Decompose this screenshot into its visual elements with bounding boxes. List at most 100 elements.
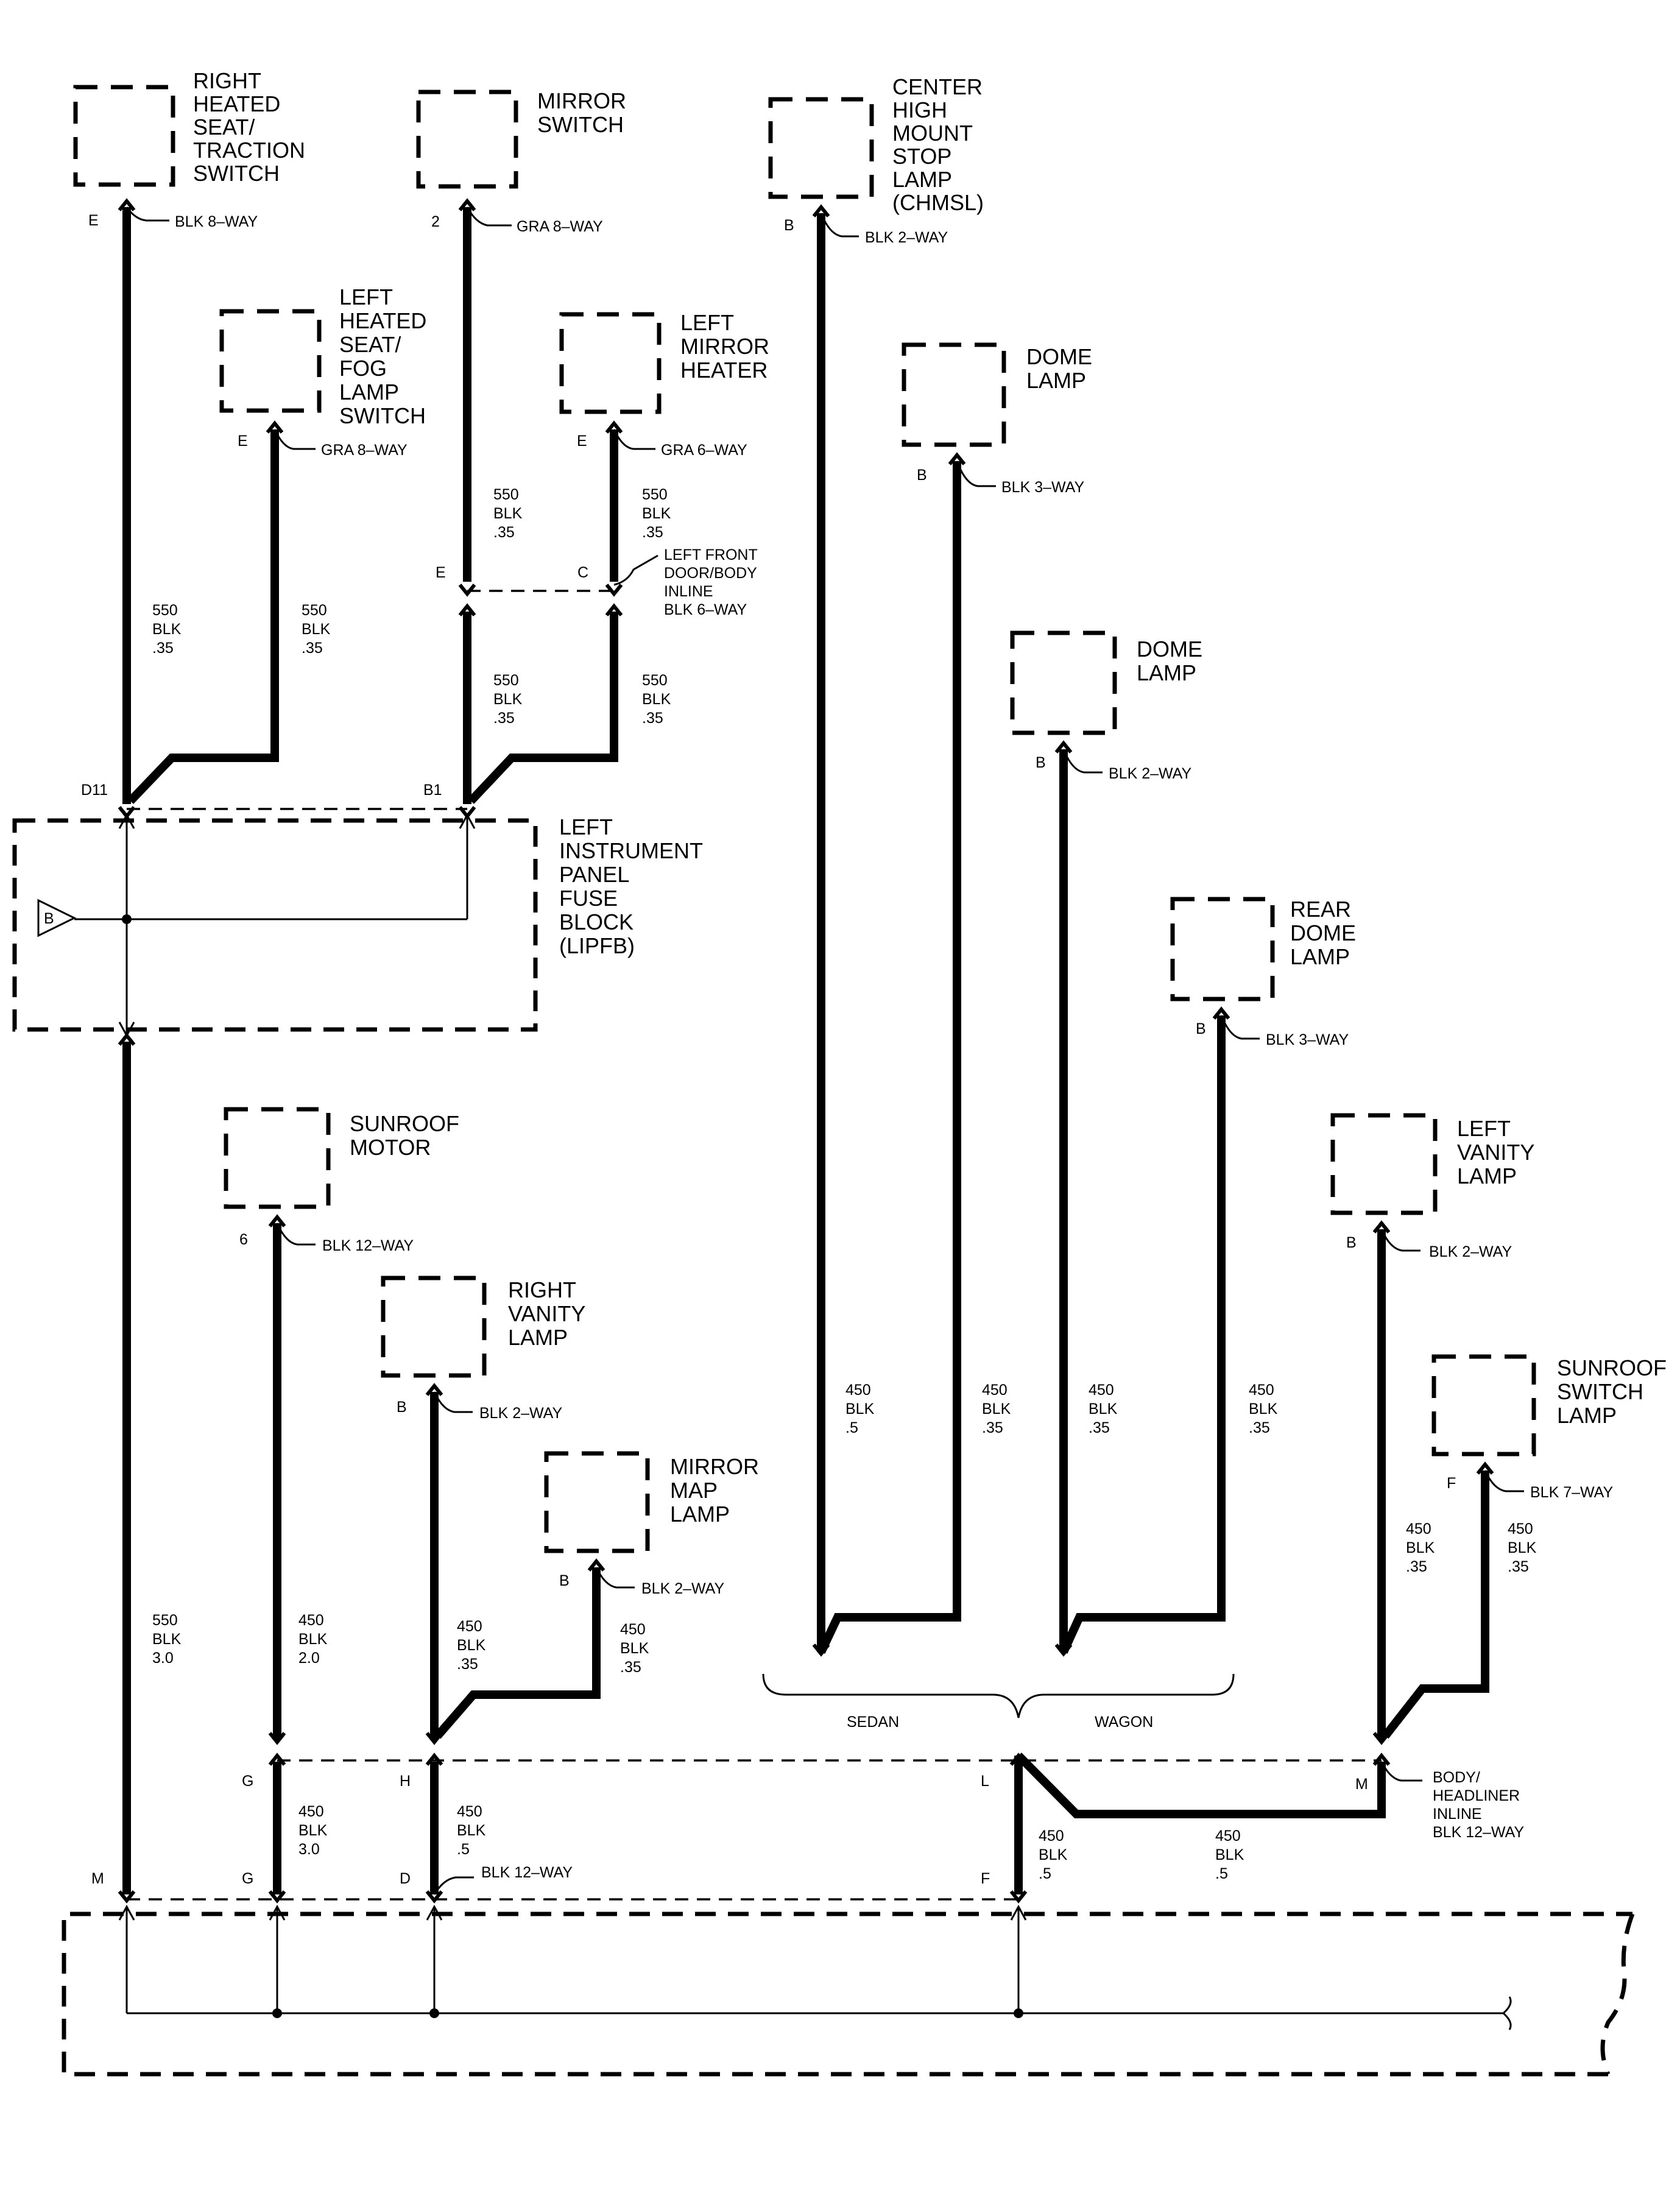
connector-label: GRA 8–WAY [321,442,408,459]
svg-text:B1: B1 [423,782,442,799]
svg-text:6: 6 [239,1231,248,1248]
connector-label: BLK 12–WAY [481,1864,573,1881]
connector-leaders [125,207,1524,1895]
connector-label: BLK 2–WAY [1109,765,1191,782]
connector-label: BLK 7–WAY [1530,1484,1613,1501]
svg-text:B: B [1346,1234,1357,1251]
svg-text:B: B [559,1572,570,1589]
svg-text:C: C [577,564,588,581]
svg-text:2: 2 [431,213,440,230]
svg-text:E: E [577,432,587,450]
leader-line [613,554,658,586]
svg-text:B: B [1036,754,1046,771]
connector-label: BLK 12–WAY [322,1237,414,1254]
svg-text:B: B [784,217,794,234]
connector-terminals [118,198,1494,1904]
pin-labels: E 2 B E E B B B B 6 B B F E C D11 B1 G H… [81,212,1456,1887]
svg-text:E: E [238,432,248,450]
svg-text:F: F [1447,1475,1456,1492]
svg-text:M: M [1355,1776,1368,1793]
connector-label: BLK 2–WAY [865,229,948,246]
option-brace: SEDAN WAGON [762,1673,1235,1731]
svg-text:G: G [242,1773,253,1790]
connector-labels: BLK 8–WAY GRA 8–WAY BLK 2–WAY GRA 8–WAY … [175,213,1613,1881]
connector-label: GRA 8–WAY [517,218,603,235]
svg-text:D11: D11 [81,782,108,799]
svg-text:E: E [436,564,446,581]
connector-label: BLK 8–WAY [175,213,258,230]
connector-label: GRA 6–WAY [661,442,747,459]
wires [122,207,1489,1894]
option-sedan: SEDAN [847,1714,899,1731]
svg-text:B: B [1196,1020,1206,1037]
battery-feed-symbol: B [44,910,54,927]
connector-label: BLK 2–WAY [641,1580,724,1597]
option-wagon: WAGON [1095,1714,1153,1731]
ground-distribution-box [62,1904,1635,2077]
connector-label: BLK 3–WAY [1266,1031,1349,1048]
svg-text:L: L [981,1773,989,1790]
connector-label: BLK 2–WAY [1429,1243,1512,1260]
svg-text:H: H [400,1773,411,1790]
battery-feed-triangle-icon [37,898,77,937]
svg-text:B: B [917,467,927,484]
svg-text:F: F [981,1870,990,1887]
svg-text:E: E [88,212,99,229]
svg-text:D: D [400,1870,411,1887]
connector-label: BLK 3–WAY [1001,479,1084,496]
svg-text:B: B [397,1399,407,1416]
